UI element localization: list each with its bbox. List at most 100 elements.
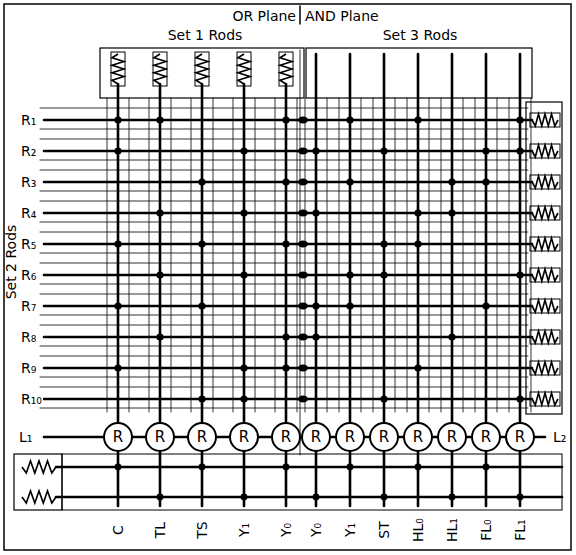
knob-dot <box>282 333 289 340</box>
spring-case <box>530 144 560 158</box>
rod-ring: R <box>369 422 399 452</box>
knob-dot <box>414 240 421 247</box>
frame-line <box>297 98 298 412</box>
frame-line <box>40 139 528 140</box>
spring-symbol <box>154 54 166 84</box>
horizontal-rod <box>44 212 532 215</box>
spring-case <box>530 237 560 251</box>
frame-line <box>361 98 362 412</box>
knob-dot <box>346 116 353 123</box>
frame-line <box>255 98 256 412</box>
knob-dot <box>448 209 455 216</box>
spring-symbol <box>22 461 56 473</box>
rod-name: R₂ <box>20 144 37 158</box>
frame-line <box>40 325 528 326</box>
rod-name: R₃ <box>20 175 37 189</box>
spring-symbol <box>532 393 558 405</box>
frame-line <box>40 356 528 357</box>
knob-dot <box>346 302 353 309</box>
knob-dot <box>298 179 308 186</box>
plane-title: AND Plane <box>305 9 379 23</box>
spring-case <box>530 268 560 282</box>
rod-ring: R <box>403 422 433 452</box>
knob-dot <box>414 364 421 371</box>
knob-dot <box>516 147 523 154</box>
group-title: Set 3 Rods <box>383 28 458 42</box>
knob-dot <box>516 395 523 402</box>
knob-dot <box>198 302 205 309</box>
horizontal-rod <box>44 398 532 401</box>
knob-dot <box>240 147 247 154</box>
rod-ring: R <box>229 422 259 452</box>
frame-line <box>149 98 150 412</box>
frame-line <box>40 284 528 285</box>
knob-dot <box>114 116 121 123</box>
knob-dot <box>298 148 308 155</box>
spring-case <box>530 175 560 189</box>
ring-letter: R <box>155 430 165 445</box>
knob-dot <box>115 464 122 471</box>
plane-title: OR Plane <box>232 9 296 23</box>
signal-name: Y₁ <box>237 523 251 537</box>
ring-letter: R <box>379 430 389 445</box>
horizontal-rod <box>44 274 532 277</box>
plane-divider <box>300 50 301 455</box>
knob-dot <box>516 116 523 123</box>
ring-letter: R <box>447 430 457 445</box>
knob-dot <box>414 209 421 216</box>
knob-dot <box>298 117 308 124</box>
knob-dot <box>298 334 308 341</box>
frame-line <box>373 98 374 412</box>
frame-line <box>213 98 214 412</box>
knob-dot <box>381 494 388 501</box>
ring-letter: R <box>481 430 491 445</box>
knob-dot <box>448 333 455 340</box>
rod-name: R₈ <box>20 330 37 344</box>
ring-letter: R <box>413 430 423 445</box>
signal-name: Y₀ <box>309 523 323 537</box>
spring-symbol <box>238 54 250 84</box>
knob-dot <box>298 210 308 217</box>
knob-dot <box>282 240 289 247</box>
frame-line <box>339 98 340 412</box>
spring-case <box>111 52 125 86</box>
signal-name: Y₀ <box>279 523 293 537</box>
spring-symbol <box>532 362 558 374</box>
rod-name: L₁ <box>18 430 33 444</box>
knob-dot <box>114 302 121 309</box>
signal-name: ST <box>377 521 391 538</box>
knob-dot <box>282 116 289 123</box>
frame-line <box>429 98 430 412</box>
frame-line <box>233 98 234 412</box>
frame-line <box>40 263 528 264</box>
knob-dot <box>114 240 121 247</box>
signal-name: HL₁ <box>445 518 459 542</box>
frame-line <box>40 346 528 347</box>
spring-symbol <box>112 54 124 84</box>
frame-line <box>40 315 528 316</box>
rod-ring: R <box>471 422 501 452</box>
ring-letter: R <box>311 430 321 445</box>
knob-dot <box>312 333 319 340</box>
knob-dot <box>415 464 422 471</box>
spring-housing <box>14 454 62 510</box>
frame-line <box>107 98 108 412</box>
knob-dot <box>517 494 524 501</box>
knob-dot <box>347 464 354 471</box>
knob-dot <box>298 365 308 372</box>
frame-line <box>129 98 130 412</box>
knob-dot <box>380 147 387 154</box>
frame-line <box>40 222 528 223</box>
rod-ring: R <box>271 422 301 452</box>
knob-dot <box>156 116 163 123</box>
frame-line <box>171 98 172 412</box>
knob-dot <box>516 271 523 278</box>
signal-name: TS <box>195 521 209 538</box>
signal-name: HL₀ <box>411 518 425 542</box>
rod-ring: R <box>103 422 133 452</box>
knob-dot <box>380 240 387 247</box>
knob-dot <box>380 395 387 402</box>
rod-ring: R <box>145 422 175 452</box>
spring-case <box>530 392 560 406</box>
rod-name: R₅ <box>20 237 37 251</box>
